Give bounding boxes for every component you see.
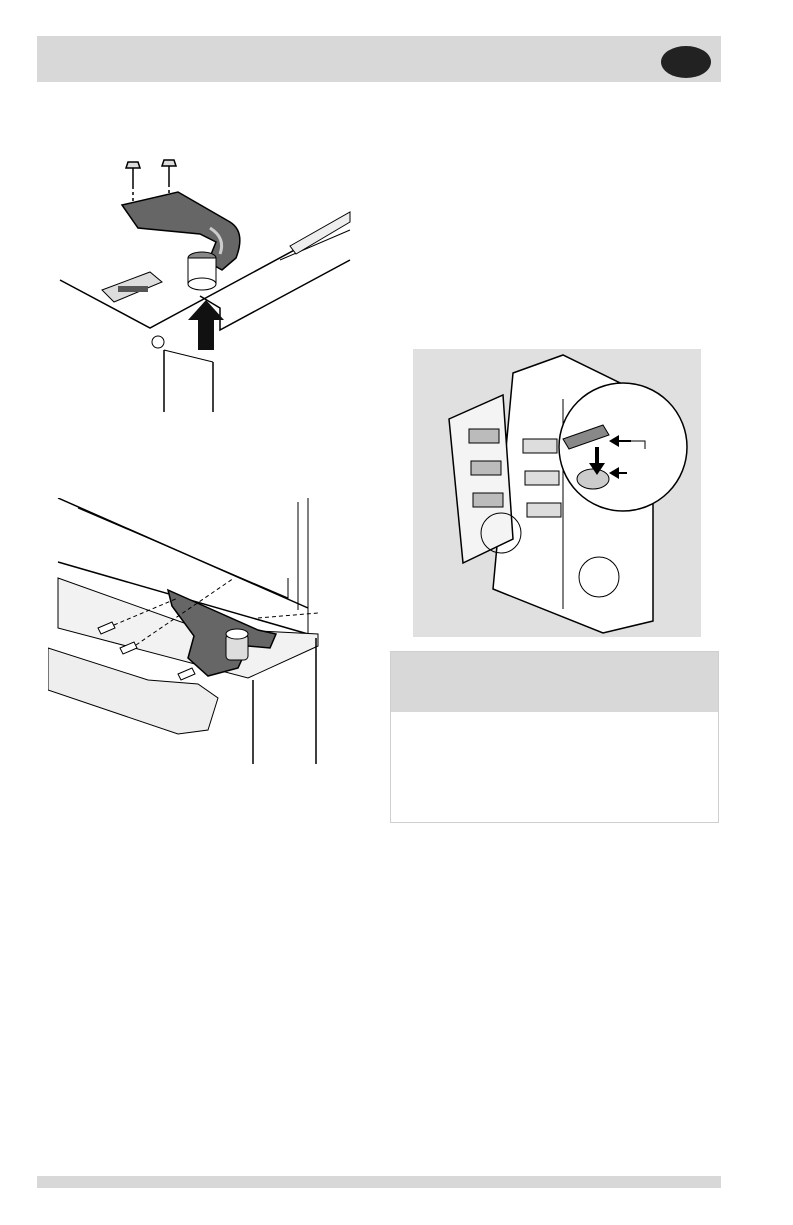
hinge-removal-illustration: [50, 150, 360, 415]
notice-header: [391, 652, 718, 712]
refrigerator-door-alignment-illustration: [413, 349, 701, 637]
notice-body: [391, 712, 718, 732]
page-footer-bar: [37, 1176, 721, 1188]
hinge-install-illustration: [48, 498, 338, 768]
page-header-bar: [37, 36, 721, 82]
language-badge-icon: [661, 46, 711, 78]
notice-box: [390, 651, 719, 823]
